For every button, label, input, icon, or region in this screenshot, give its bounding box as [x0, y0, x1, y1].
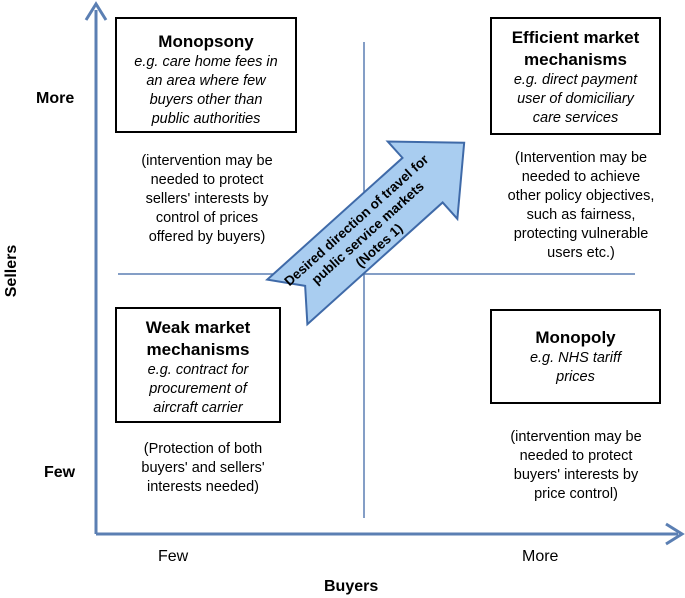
- weak-market-example: e.g. contract for procurement of aircraf…: [147, 362, 249, 416]
- x-tick-more: More: [522, 548, 559, 565]
- monopsony-box: Monopsony e.g. care home fees in an area…: [115, 17, 297, 133]
- efficient-market-example: e.g. direct payment user of domiciliary …: [513, 72, 638, 126]
- y-axis-label: Sellers: [3, 244, 20, 298]
- efficient-market-title: Efficient market mechanisms: [511, 28, 640, 69]
- monopoly-example: e.g. NHS tariff prices: [529, 350, 622, 385]
- x-tick-few: Few: [158, 548, 189, 565]
- weak-market-note: (Protection of both buyers' and sellers'…: [141, 441, 265, 495]
- y-axis-arrowhead: [84, 1, 108, 21]
- monopsony-example: e.g. care home fees in an area where few…: [134, 54, 278, 127]
- weak-market-title: Weak market mechanisms: [145, 318, 251, 359]
- monopoly-title: Monopoly: [535, 328, 616, 347]
- monopsony-note: (intervention may be needed to protect s…: [141, 153, 273, 245]
- efficient-market-box: Efficient market mechanisms e.g. direct …: [490, 17, 661, 135]
- y-tick-few: Few: [44, 464, 76, 481]
- y-tick-more: More: [36, 90, 75, 107]
- monopoly-box: Monopoly e.g. NHS tariff prices: [490, 309, 661, 404]
- x-axis-label: Buyers: [324, 578, 379, 595]
- monopoly-note: (intervention may be needed to protect b…: [510, 429, 642, 502]
- direction-arrow-shape: [265, 140, 466, 327]
- monopsony-title: Monopsony: [158, 32, 254, 51]
- efficient-market-note: (Intervention may be needed to achieve o…: [507, 150, 655, 261]
- weak-market-box: Weak market mechanisms e.g. contract for…: [115, 307, 281, 423]
- x-axis-arrowhead: [665, 522, 685, 546]
